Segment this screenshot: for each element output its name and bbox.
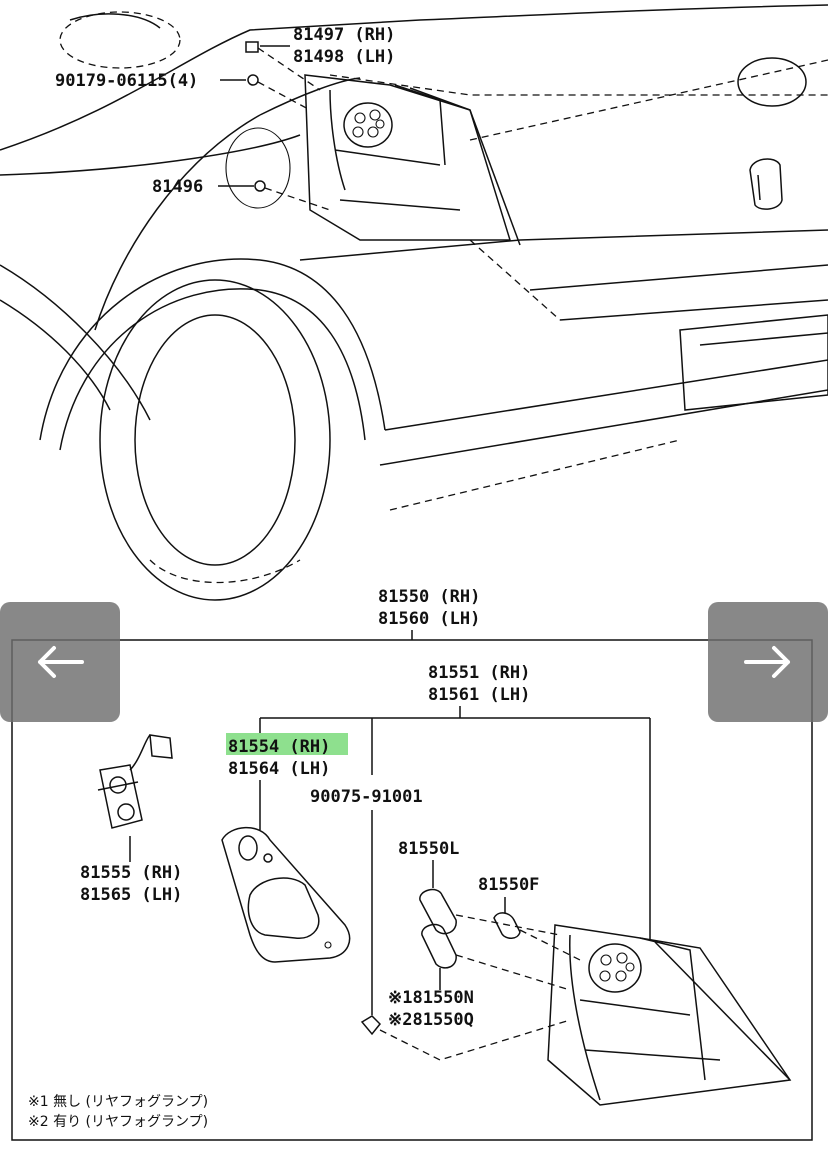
label-81496: 81496 bbox=[152, 177, 203, 197]
upper-labels: 81497 (RH) 81498 (LH) 90179-06115(4) 814… bbox=[55, 25, 395, 197]
label-81497: 81497 (RH) bbox=[293, 25, 395, 45]
label-81564: 81564 (LH) bbox=[228, 759, 330, 779]
label-81565: 81565 (LH) bbox=[80, 885, 182, 905]
label-81560: 81560 (LH) bbox=[378, 609, 480, 629]
highlight-81554 bbox=[226, 733, 348, 755]
label-81550F: 81550F bbox=[478, 875, 539, 895]
exploded-view: 81550 (RH) 81560 (LH) 81551 (RH) 81561 (… bbox=[11, 587, 813, 1141]
label-81498: 81498 (LH) bbox=[293, 47, 395, 67]
arrow-left-icon bbox=[38, 646, 84, 678]
label-81550L: 81550L bbox=[398, 839, 459, 859]
label-81561: 81561 (LH) bbox=[428, 685, 530, 705]
label-81550Q: ※281550Q bbox=[388, 1010, 474, 1030]
assembly-frame bbox=[11, 639, 813, 1141]
next-image-button[interactable] bbox=[708, 602, 828, 722]
label-81555: 81555 (RH) bbox=[80, 863, 182, 883]
arrow-right-icon bbox=[744, 646, 790, 678]
label-81550: 81550 (RH) bbox=[378, 587, 480, 607]
label-81554: 81554 (RH) bbox=[228, 737, 330, 757]
label-90179: 90179-06115(4) bbox=[55, 71, 198, 91]
label-81551: 81551 (RH) bbox=[428, 663, 530, 683]
label-90075: 90075-91001 bbox=[310, 787, 423, 807]
note-2: ※2 有り (リヤフォグランプ) bbox=[28, 1114, 208, 1130]
label-81550N: ※181550N bbox=[388, 988, 474, 1008]
car-body-illustration bbox=[0, 4, 828, 601]
previous-image-button[interactable] bbox=[0, 602, 120, 722]
note-1: ※1 無し (リヤフォグランプ) bbox=[28, 1094, 208, 1110]
